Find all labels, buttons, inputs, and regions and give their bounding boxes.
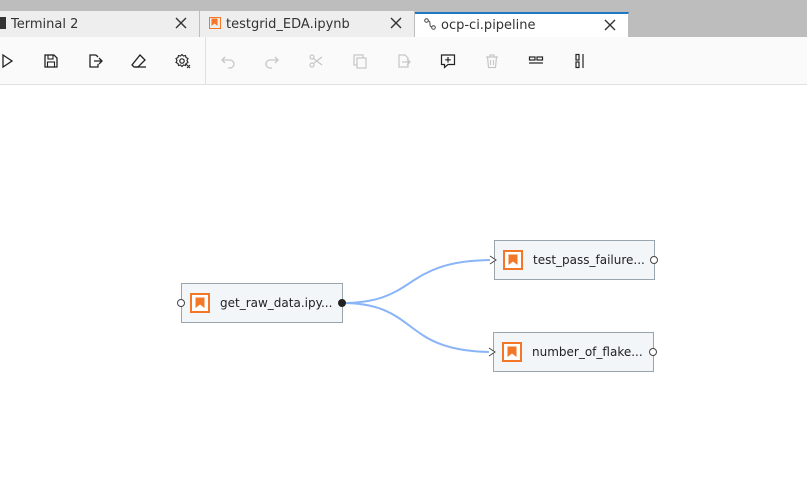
node-label: test_pass_failure...	[533, 253, 645, 267]
tab-label: testgrid_EDA.ipynb	[226, 16, 350, 32]
arrange-vertically-button[interactable]	[568, 49, 592, 73]
output-port[interactable]	[338, 299, 346, 307]
tab-label: ocp-ci.pipeline	[441, 18, 536, 33]
eraser-icon	[131, 54, 146, 68]
add-comment-button[interactable]	[436, 49, 460, 73]
settings-gear-icon	[175, 53, 191, 69]
input-port[interactable]	[177, 299, 185, 307]
paste-icon	[398, 54, 411, 68]
cut-button[interactable]	[304, 49, 328, 73]
tab-label: Terminal 2	[11, 16, 79, 32]
runtimes-button[interactable]	[171, 49, 195, 73]
tab-terminal-2[interactable]: Terminal 2	[0, 11, 200, 37]
copy-button[interactable]	[348, 49, 372, 73]
notebook-icon	[503, 250, 523, 270]
pipeline-toolbar	[0, 37, 807, 85]
link-to-number-of-flake[interactable]	[341, 302, 494, 353]
arrange-vertical-icon	[575, 53, 584, 69]
cut-icon	[309, 54, 323, 68]
pipeline-node-test-pass-failure[interactable]: test_pass_failure...	[494, 240, 655, 280]
output-port[interactable]	[649, 348, 657, 356]
toolbar-separator	[205, 37, 206, 85]
node-label: get_raw_data.ipy...	[220, 296, 333, 310]
redo-icon	[265, 56, 279, 69]
arrange-horizontal-icon	[528, 56, 544, 64]
output-port[interactable]	[650, 256, 658, 264]
play-icon	[2, 53, 14, 69]
close-icon[interactable]	[173, 15, 189, 31]
input-port-arrow-icon[interactable]	[487, 347, 497, 357]
pipeline-icon	[424, 18, 436, 30]
terminal-icon	[0, 17, 6, 29]
notebook-icon	[190, 293, 210, 313]
tab-testgrid-eda[interactable]: testgrid_EDA.ipynb	[200, 11, 415, 37]
pipeline-links	[341, 259, 495, 353]
notebook-icon	[502, 342, 522, 362]
arrange-horizontally-button[interactable]	[524, 49, 548, 73]
pipeline-node-get-raw-data[interactable]: get_raw_data.ipy...	[181, 283, 343, 323]
notebook-icon	[209, 17, 221, 29]
copy-icon	[353, 54, 367, 69]
delete-button[interactable]	[480, 49, 504, 73]
tab-bar: Terminal 2 testgrid_EDA.ipynb ocp-ci.pip…	[0, 0, 807, 37]
tab-ocp-ci-pipeline[interactable]: ocp-ci.pipeline	[415, 12, 629, 37]
undo-button[interactable]	[216, 49, 240, 73]
input-port-arrow-icon[interactable]	[488, 255, 498, 265]
trash-icon	[486, 54, 498, 69]
export-pipeline-button[interactable]	[83, 49, 107, 73]
clear-pipeline-button[interactable]	[127, 49, 151, 73]
undo-icon	[221, 56, 235, 69]
save-icon	[44, 54, 58, 68]
close-icon[interactable]	[602, 17, 618, 33]
paste-button[interactable]	[392, 49, 416, 73]
pipeline-canvas[interactable]: get_raw_data.ipy... test_pass_failure...…	[0, 86, 807, 497]
comment-add-icon	[440, 54, 456, 69]
close-icon[interactable]	[388, 15, 404, 31]
node-label: number_of_flake...	[532, 345, 643, 359]
redo-button[interactable]	[260, 49, 284, 73]
export-icon	[89, 54, 103, 68]
link-to-test-pass-failure[interactable]	[341, 259, 495, 304]
run-pipeline-button[interactable]	[0, 49, 19, 73]
pipeline-node-number-of-flake[interactable]: number_of_flake...	[493, 332, 654, 372]
save-pipeline-button[interactable]	[39, 49, 63, 73]
